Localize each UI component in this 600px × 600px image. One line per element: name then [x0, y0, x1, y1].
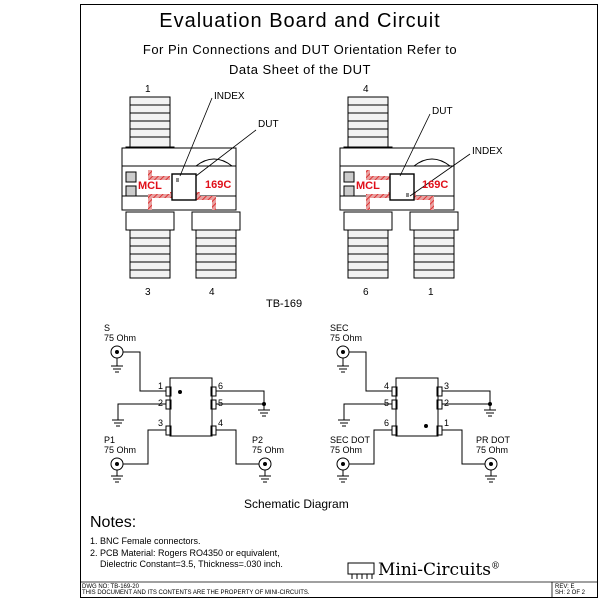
property-notice: THIS DOCUMENT AND ITS CONTENTS ARE THE P… — [82, 590, 310, 596]
board-left — [121, 96, 241, 279]
board-left-pin-bottom-right: 4 — [209, 287, 215, 298]
revision: REV: E — [555, 584, 575, 590]
subtitle-line-2: Data Sheet of the DUT — [228, 62, 371, 77]
schematic-left-pin-4: 4 — [218, 418, 224, 428]
port-s-name: S — [104, 323, 111, 333]
sheet-number: SH: 2 OF 2 — [555, 590, 586, 596]
board-left-mcl-label: MCL — [138, 180, 162, 192]
brand-chip-icon — [347, 562, 375, 579]
port-p1-impedance: 75 Ohm — [104, 445, 137, 455]
schematic-right-pin-1: 1 — [444, 418, 450, 428]
schematic-left-pin-6: 6 — [218, 381, 224, 391]
board-right-part-label: 169C — [422, 179, 449, 191]
board-left-part-label: 169C — [205, 179, 232, 191]
schematic-right-pin-6: 6 — [384, 418, 390, 428]
bnc-connector-bottom-left-2 — [191, 211, 241, 279]
brand-name: Mini-Circuits — [378, 560, 492, 580]
subtitle-line-1: For Pin Connections and DUT Orientation … — [142, 42, 458, 57]
schematic-left-pin-2: 2 — [158, 398, 164, 408]
port-sec-impedance: 75 Ohm — [330, 333, 363, 343]
drawing-number: DWG NO: TB-169-20 — [82, 584, 139, 590]
bnc-connector-bottom-right-1 — [343, 211, 393, 279]
board-left-dut-label: DUT — [258, 119, 279, 130]
page-title: Evaluation Board and Circuit — [159, 10, 441, 32]
board-right-dut-label: DUT — [432, 106, 453, 117]
port-s-impedance: 75 Ohm — [104, 333, 137, 343]
port-sec-dot-name: SEC DOT — [330, 435, 371, 445]
port-sec-dot-impedance: 75 Ohm — [330, 445, 363, 455]
board-right-mcl-label: MCL — [356, 180, 380, 192]
bnc-connector-bottom-right-2 — [409, 211, 459, 279]
schematic-right-pin-3: 3 — [444, 381, 450, 391]
bnc-connector-bottom-left-1 — [125, 211, 175, 279]
schematic-right-pin-4: 4 — [384, 381, 390, 391]
brand-registered-mark: ® — [491, 561, 501, 572]
schematic-left-pin-5: 5 — [218, 398, 224, 408]
port-p2-impedance: 75 Ohm — [252, 445, 285, 455]
footer-left: DWG NO: TB-169-20 THIS DOCUMENT AND ITS … — [82, 584, 310, 596]
board-right-pin-bottom-left: 6 — [363, 287, 369, 298]
port-p2-name: P2 — [252, 435, 264, 445]
schematic-title: Schematic Diagram — [244, 497, 349, 511]
leader-lines-left — [179, 97, 257, 177]
schematic-left — [110, 345, 272, 483]
port-pr-dot-name: PR DOT — [476, 435, 511, 445]
port-sec-name: SEC — [330, 323, 349, 333]
schematic-right — [336, 345, 498, 483]
port-p1-name: P1 — [104, 435, 116, 445]
schematic-left-pin-3: 3 — [158, 418, 164, 428]
port-pr-dot-impedance: 75 Ohm — [476, 445, 509, 455]
board-right-pin-bottom-right: 1 — [428, 287, 434, 298]
note-item-3: Dielectric Constant=3.5, Thickness=.030 … — [90, 559, 283, 569]
board-left-pin-top: 1 — [145, 84, 151, 95]
drawing-sheet-border — [80, 4, 598, 598]
schematic-right-pin-5: 5 — [384, 398, 390, 408]
schematic-right-pin-2: 2 — [444, 398, 450, 408]
board-name: TB-169 — [266, 298, 303, 310]
note-item-2: 2. PCB Material: Rogers RO4350 or equiva… — [90, 548, 280, 558]
notes-heading: Notes: — [90, 514, 137, 531]
board-left-index-label: INDEX — [214, 91, 245, 102]
board-right-pin-top: 4 — [363, 84, 369, 95]
leader-lines-right — [399, 113, 471, 197]
note-item-1: 1. BNC Female connectors. — [90, 536, 201, 546]
footer-right: REV: E SH: 2 OF 2 — [555, 584, 585, 596]
board-right-index-label: INDEX — [472, 146, 503, 157]
schematic-left-pin-1: 1 — [158, 381, 164, 391]
brand-logo-text: Mini-Circuits® — [378, 560, 500, 580]
board-left-pin-bottom-left: 3 — [145, 287, 151, 298]
